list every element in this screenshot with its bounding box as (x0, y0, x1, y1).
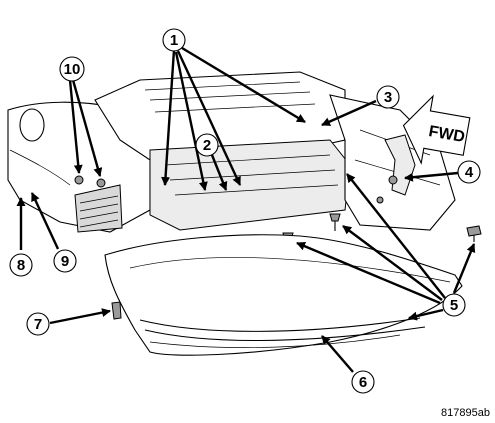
svg-text:10: 10 (64, 61, 81, 78)
push-pin-fastener (329, 213, 341, 231)
callout-2: 2 (195, 133, 219, 157)
fascia-screws (74, 175, 106, 188)
callout-10: 10 (59, 56, 85, 82)
callout-6: 6 (351, 370, 375, 394)
callout-5: 5 (442, 293, 466, 317)
figure-id: 817895ab (441, 407, 490, 419)
push-pin-fastener (466, 225, 482, 242)
fwd-arrow: FWD (402, 94, 471, 165)
callout-3: 3 (376, 85, 400, 109)
svg-text:7: 7 (34, 316, 42, 333)
rear-bumper-fascia (104, 234, 463, 356)
svg-text:5: 5 (450, 297, 458, 314)
svg-text:3: 3 (384, 89, 392, 106)
clip-fastener (111, 301, 122, 320)
leader-lines (16, 46, 476, 373)
callout-7: 7 (26, 312, 50, 336)
bracket-fastener (376, 175, 398, 204)
svg-text:2: 2 (203, 137, 211, 154)
callout-4: 4 (457, 160, 481, 184)
callout-9: 9 (53, 249, 77, 273)
svg-text:8: 8 (17, 257, 25, 274)
callout-8: 8 (9, 253, 33, 277)
callout-1: 1 (162, 28, 186, 52)
svg-text:6: 6 (359, 374, 367, 391)
fwd-label: FWD (427, 123, 466, 146)
svg-text:4: 4 (465, 164, 474, 181)
svg-text:1: 1 (170, 32, 178, 49)
svg-text:9: 9 (61, 253, 69, 270)
